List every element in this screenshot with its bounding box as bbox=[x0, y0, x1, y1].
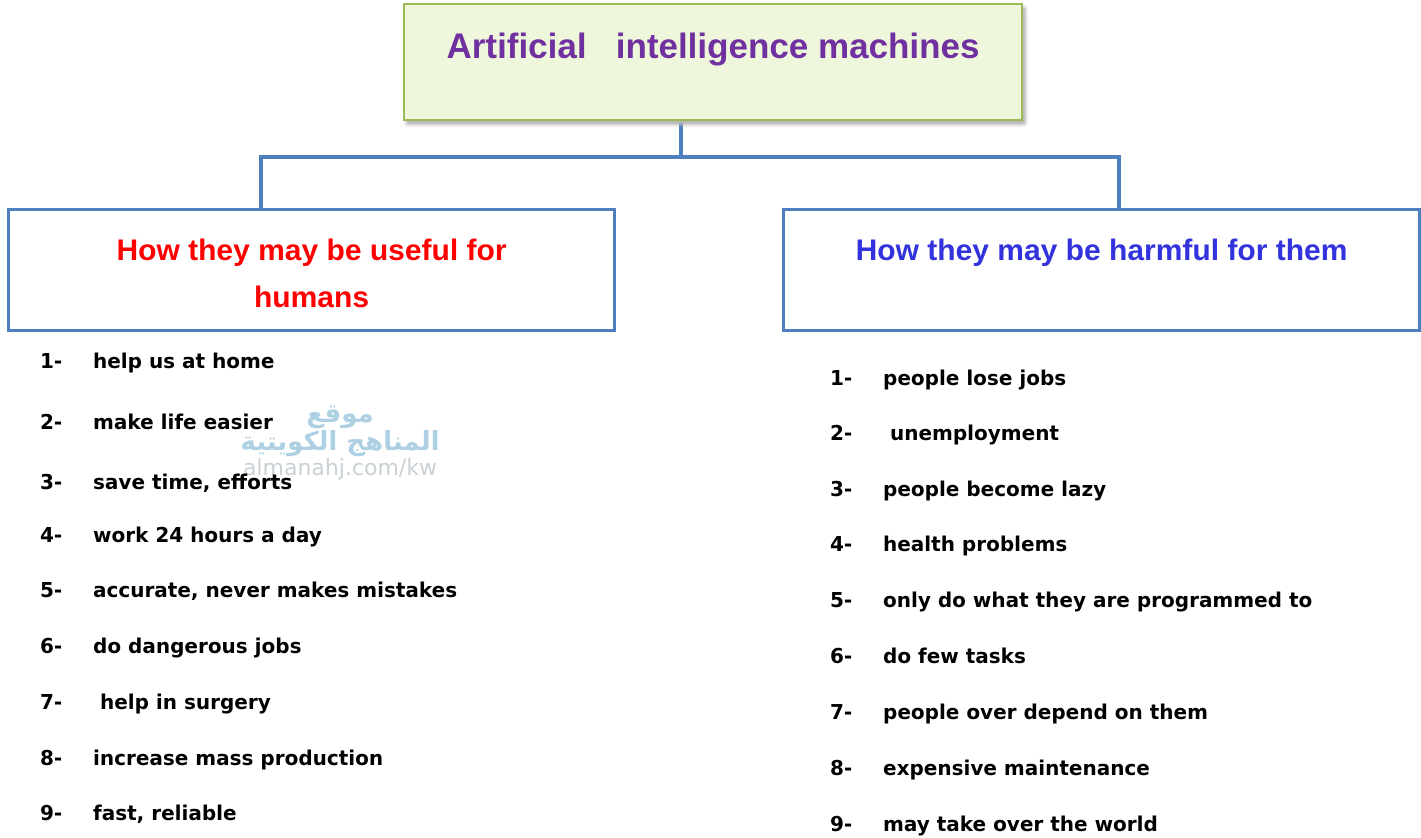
diagram-title: Artificial intelligence machines bbox=[446, 27, 980, 66]
title-box: Artificial intelligence machines bbox=[403, 3, 1023, 121]
list-item: 2-make life easier bbox=[40, 410, 273, 434]
list-item: 1-help us at home bbox=[40, 349, 275, 373]
list-item: 9-fast, reliable bbox=[40, 801, 237, 825]
list-item: 7- help in surgery bbox=[40, 690, 271, 714]
harmful-list: 1-people lose jobs 2- unemployment 3-peo… bbox=[830, 0, 1312, 836]
connector-title-down bbox=[679, 121, 683, 158]
list-item: 6-do few tasks bbox=[830, 644, 1026, 668]
useful-heading: How they may be useful for humans bbox=[116, 234, 507, 314]
list-item: 4-work 24 hours a day bbox=[40, 523, 322, 547]
list-item: 3-save time, efforts bbox=[40, 470, 293, 494]
harmful-heading: How they may be harmful for them bbox=[855, 234, 1348, 267]
list-item: 9-may take over the world bbox=[830, 812, 1158, 836]
list-item: 8-increase mass production bbox=[40, 746, 384, 770]
connector-horizontal bbox=[259, 155, 1121, 159]
list-item: 5-accurate, never makes mistakes bbox=[40, 578, 458, 602]
harmful-heading-box: How they may be harmful for them bbox=[782, 208, 1421, 332]
list-item: 1-people lose jobs bbox=[830, 366, 1067, 390]
connector-left-down bbox=[259, 155, 263, 210]
list-item: 8-expensive maintenance bbox=[830, 756, 1150, 780]
list-item: 6-do dangerous jobs bbox=[40, 634, 302, 658]
useful-list: 1-help us at home 2-make life easier 3-s… bbox=[40, 0, 457, 825]
list-item: 4-health problems bbox=[830, 532, 1068, 556]
useful-heading-box: How they may be useful for humans bbox=[7, 208, 616, 332]
connector-right-down bbox=[1117, 155, 1121, 210]
list-item: 5-only do what they are programmed to bbox=[830, 588, 1313, 612]
list-item: 2- unemployment bbox=[830, 421, 1059, 445]
list-item: 7-people over depend on them bbox=[830, 700, 1208, 724]
list-item: 3-people become lazy bbox=[830, 477, 1107, 501]
